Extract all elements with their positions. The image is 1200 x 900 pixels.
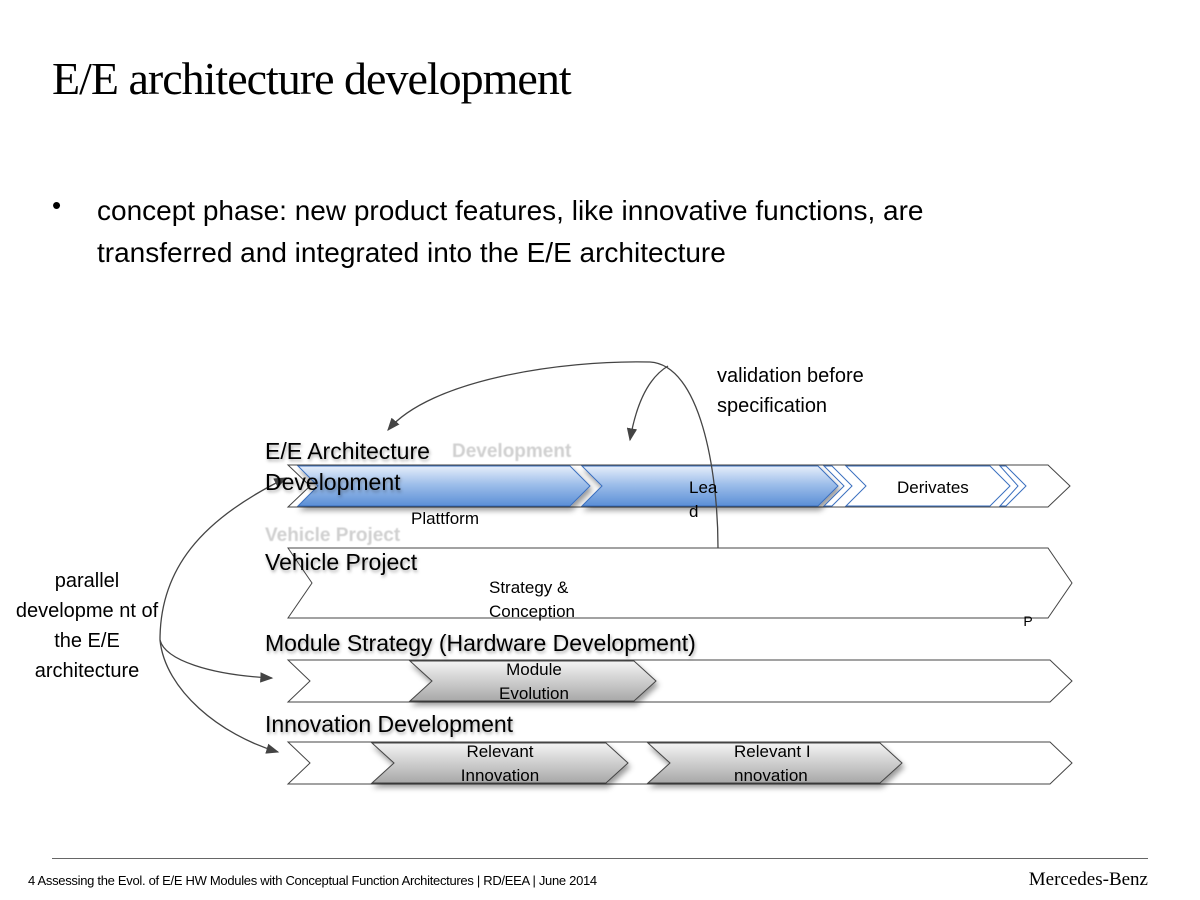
ghost-label-vehicle-project: Vehicle Project xyxy=(265,525,401,546)
annotation-validation: validation before specification xyxy=(717,365,864,417)
parallel-arrow-top xyxy=(159,477,288,641)
double-chevron-2 xyxy=(998,465,1027,507)
parallel-arrow-bottom xyxy=(159,639,280,754)
lane-label-module-strategy: Module Strategy (Hardware Development) xyxy=(265,630,696,656)
module-evolution-chevron xyxy=(408,660,657,702)
chevron-label-relevant-innovation-1: Relevant Innovation xyxy=(460,742,540,785)
lane-label-innovation: Innovation Development xyxy=(265,711,514,737)
module-lane-outline xyxy=(286,659,1073,703)
lane-label-vehicle-project: Vehicle Project xyxy=(265,549,418,575)
chevron-label-strategy-conception: Strategy & Conception xyxy=(489,578,576,621)
chevron-label-derivates: Derivates xyxy=(897,478,969,497)
bullet-text: concept phase: new product features, lik… xyxy=(97,195,924,268)
annotation-parallel-development: parallel developme nt of the E/E archite… xyxy=(15,570,159,682)
plattform-chevron xyxy=(296,465,591,507)
double-chevron-1 xyxy=(822,465,853,507)
innovation-chevron-1 xyxy=(370,742,629,784)
footer-text: 4 Assessing the Evol. of E/E HW Modules … xyxy=(28,873,597,888)
chevron-label-lead: Lead xyxy=(689,478,718,521)
vehicle-lane-outline xyxy=(287,547,1073,619)
marker-p: P xyxy=(1023,613,1033,629)
chevron-label-relevant-innovation-2: Relevant Innovation xyxy=(734,742,811,785)
footer-divider xyxy=(52,858,1148,859)
ghost-label-development: Development xyxy=(452,441,572,462)
derivates-chevron xyxy=(844,465,1011,507)
parallel-arrow-mid xyxy=(159,639,274,683)
innovation-chevron-2 xyxy=(646,742,903,784)
validation-arrow-short xyxy=(626,365,669,442)
slide-title: E/E architecture development xyxy=(52,53,572,104)
brand-logo: Mercedes-Benz xyxy=(1028,869,1148,890)
chevron-label-plattform: Plattform xyxy=(410,509,480,528)
bullet-marker: • xyxy=(52,190,62,220)
validation-arrow-line xyxy=(387,361,719,549)
chevron-label-module-evolution: Module Evolution xyxy=(499,660,569,703)
lane-label-ee-architecture: E/E Architecture Development xyxy=(265,438,430,495)
lead-chevron xyxy=(580,465,839,507)
